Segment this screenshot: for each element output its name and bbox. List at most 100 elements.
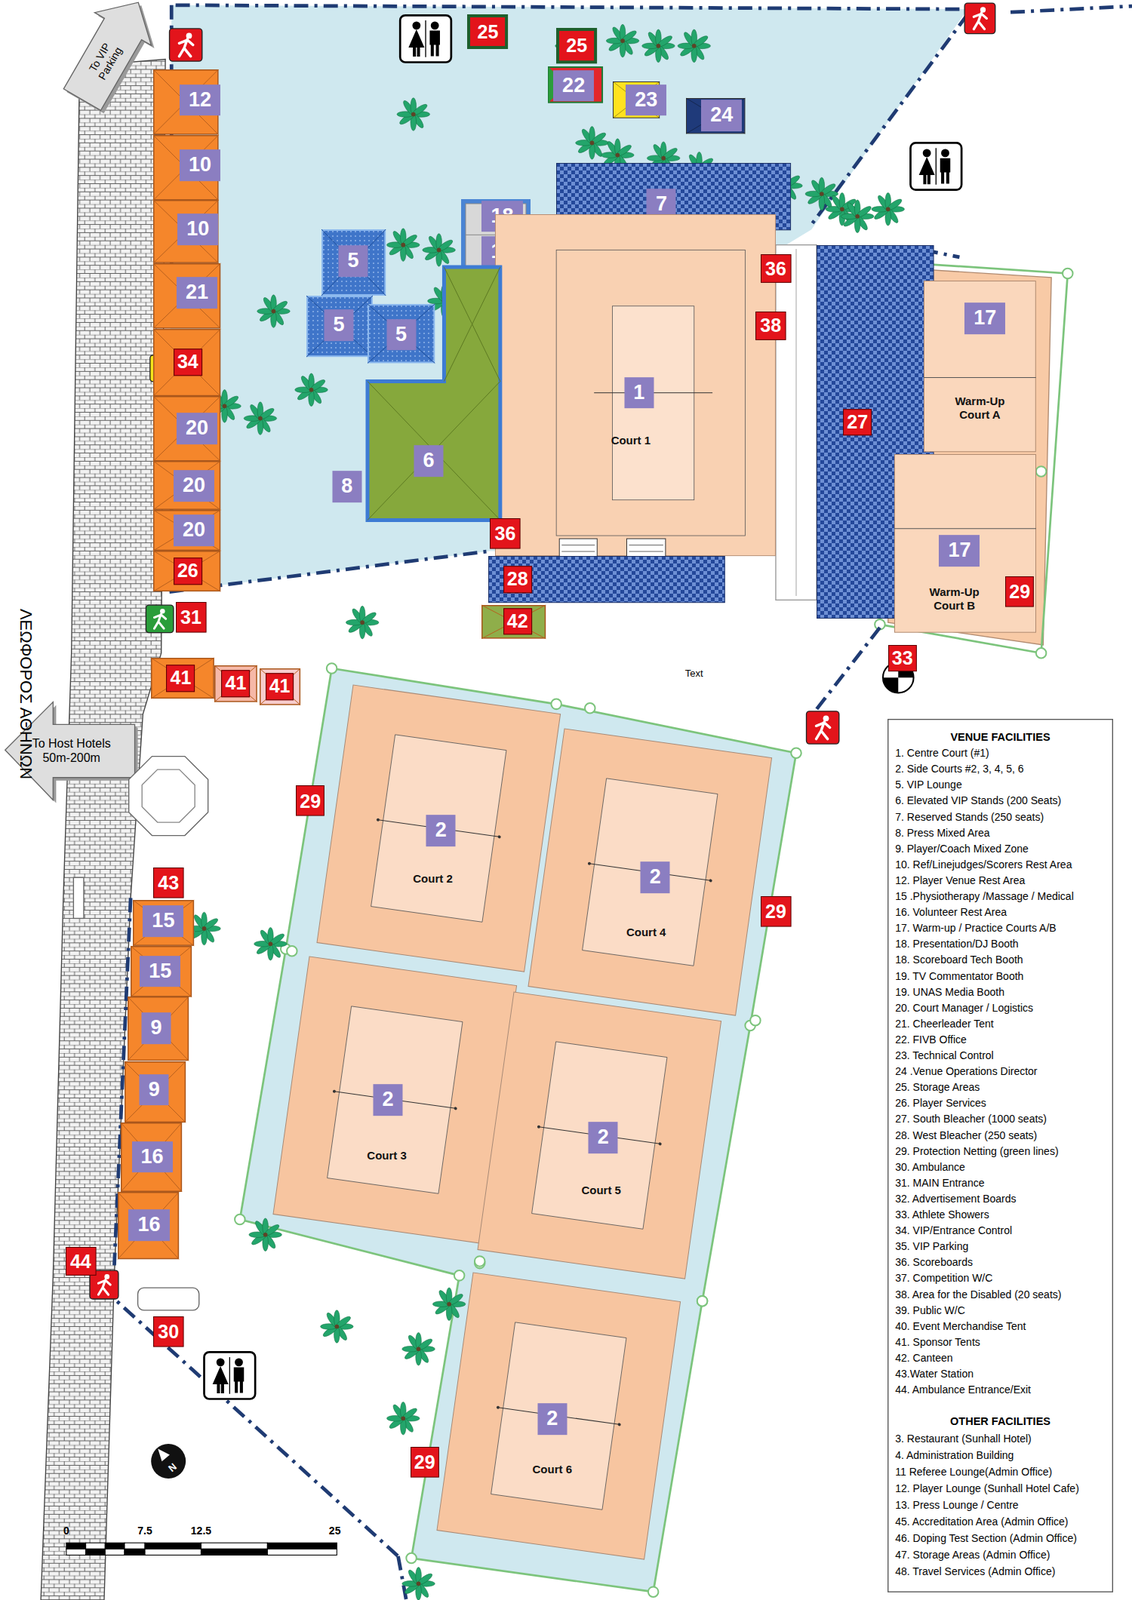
net-post	[584, 703, 596, 714]
tent-ridge	[132, 900, 194, 947]
shape-part	[888, 645, 917, 671]
shape-body	[923, 280, 1037, 452]
shape-body	[175, 602, 207, 634]
direction-arrow	[53, 0, 167, 117]
callout-number: 10	[179, 149, 221, 182]
exit-sign-ground	[964, 3, 996, 34]
legend-entry: 17. Warm-up / Practice Courts A/B	[895, 922, 1056, 934]
vip-stand-outline	[367, 267, 501, 520]
shape-body	[259, 668, 301, 706]
callout-number: 33	[892, 649, 914, 668]
shape-body	[316, 685, 561, 973]
palm-leaf	[590, 131, 608, 146]
callout-number: 16	[131, 1141, 173, 1174]
north-arrow-disc	[150, 1444, 186, 1480]
palm-trunk	[416, 1347, 422, 1352]
palm-tree	[295, 373, 329, 407]
court-surface	[582, 778, 718, 966]
scale-value: 7.5	[137, 1525, 152, 1538]
callout-number: 20	[176, 412, 218, 445]
palm-leaf	[416, 1338, 434, 1353]
callout-box: 43	[153, 867, 185, 899]
legend-entry: 43.Water Station	[895, 1368, 974, 1380]
toilet-figure	[940, 158, 951, 185]
stand: 28	[488, 556, 726, 603]
palm-trunk	[400, 243, 406, 248]
shape-body	[296, 786, 325, 817]
palm-trunk	[335, 1325, 340, 1330]
vip-stand-outline	[367, 267, 501, 520]
shape-part	[153, 510, 221, 551]
net-post	[474, 1256, 486, 1268]
palm-tree	[402, 1332, 436, 1366]
legend-entry: 7. Reserved Stands (250 seats)	[895, 812, 1044, 823]
palm-trunk	[855, 214, 860, 219]
legend-frame	[888, 719, 1114, 1594]
side-court: 2Court 2	[316, 685, 561, 973]
legend-entry: 39. Public W/C	[895, 1305, 966, 1317]
callout-number: 29	[414, 1453, 436, 1473]
scale-bar	[86, 1543, 106, 1550]
toilet-figure	[233, 1368, 245, 1394]
court-surface	[490, 1322, 626, 1511]
shape-part	[760, 896, 791, 927]
press-area: 8	[322, 467, 372, 506]
legend-entry: 6. Elevated VIP Stands (200 Seats)	[895, 795, 1062, 806]
tent: 15	[132, 900, 194, 947]
shape-body	[468, 15, 507, 48]
palm-leaf	[661, 146, 679, 161]
court-surface	[531, 1042, 667, 1230]
callout-number: 29	[765, 901, 787, 921]
palm-tree	[402, 1568, 436, 1600]
legend-entry: 35. VIP Parking	[895, 1241, 969, 1252]
callout-box: 29	[1005, 576, 1034, 608]
direction-sign: To Host Hotels 50m-200m	[22, 737, 121, 766]
tent-ridge	[127, 996, 189, 1062]
exit-figure	[816, 722, 831, 740]
tent: 9	[127, 996, 189, 1062]
shape-part	[322, 230, 385, 296]
palm-leaf	[334, 1315, 352, 1330]
shape-part	[755, 311, 786, 340]
shape-part	[490, 519, 521, 550]
net	[923, 377, 1037, 379]
palm-leaf	[692, 33, 710, 49]
walkway	[775, 245, 817, 601]
callout-box: 44	[65, 1247, 97, 1277]
callout-number: 2	[640, 861, 671, 894]
callout-number: 43	[157, 873, 179, 893]
court-name: Court 1	[611, 433, 652, 448]
exit-figure	[98, 1279, 111, 1296]
exit-sign-ground	[169, 28, 203, 62]
callout-number: 28	[503, 566, 533, 594]
legend-heading: VENUE FACILITIES	[950, 730, 1050, 744]
net-post	[750, 1015, 761, 1027]
court-surround	[436, 1273, 681, 1560]
monument	[129, 756, 209, 837]
shape-part	[259, 669, 300, 705]
court-name: Court 4	[626, 925, 667, 940]
callout-box: 36	[760, 254, 792, 283]
palm-trunk	[819, 191, 825, 197]
shape-part	[175, 602, 207, 634]
sponsor-tent: 41	[150, 658, 215, 699]
legend-entry: 34. VIP/Entrance Control	[895, 1225, 1013, 1237]
office-tent: 23	[612, 81, 669, 119]
court-body	[273, 956, 517, 1244]
court-surround	[273, 956, 517, 1244]
palm-trunk	[661, 156, 666, 161]
palm-tree	[677, 29, 711, 63]
shape-body	[150, 658, 215, 699]
exit-sign	[145, 605, 174, 634]
tent-ridge	[153, 329, 221, 397]
shape-part	[153, 551, 221, 592]
shape-body	[153, 867, 184, 899]
scale-bar	[144, 1549, 201, 1556]
shape-part	[296, 786, 325, 817]
palm-trunk	[692, 43, 697, 49]
legend-entry: 26. Player Services	[895, 1098, 987, 1109]
shape-body	[755, 311, 786, 340]
callout-number: 2	[537, 1404, 567, 1437]
vip-stand: 6	[367, 267, 501, 520]
legend-entry: 37. Competition W/C	[895, 1273, 993, 1284]
